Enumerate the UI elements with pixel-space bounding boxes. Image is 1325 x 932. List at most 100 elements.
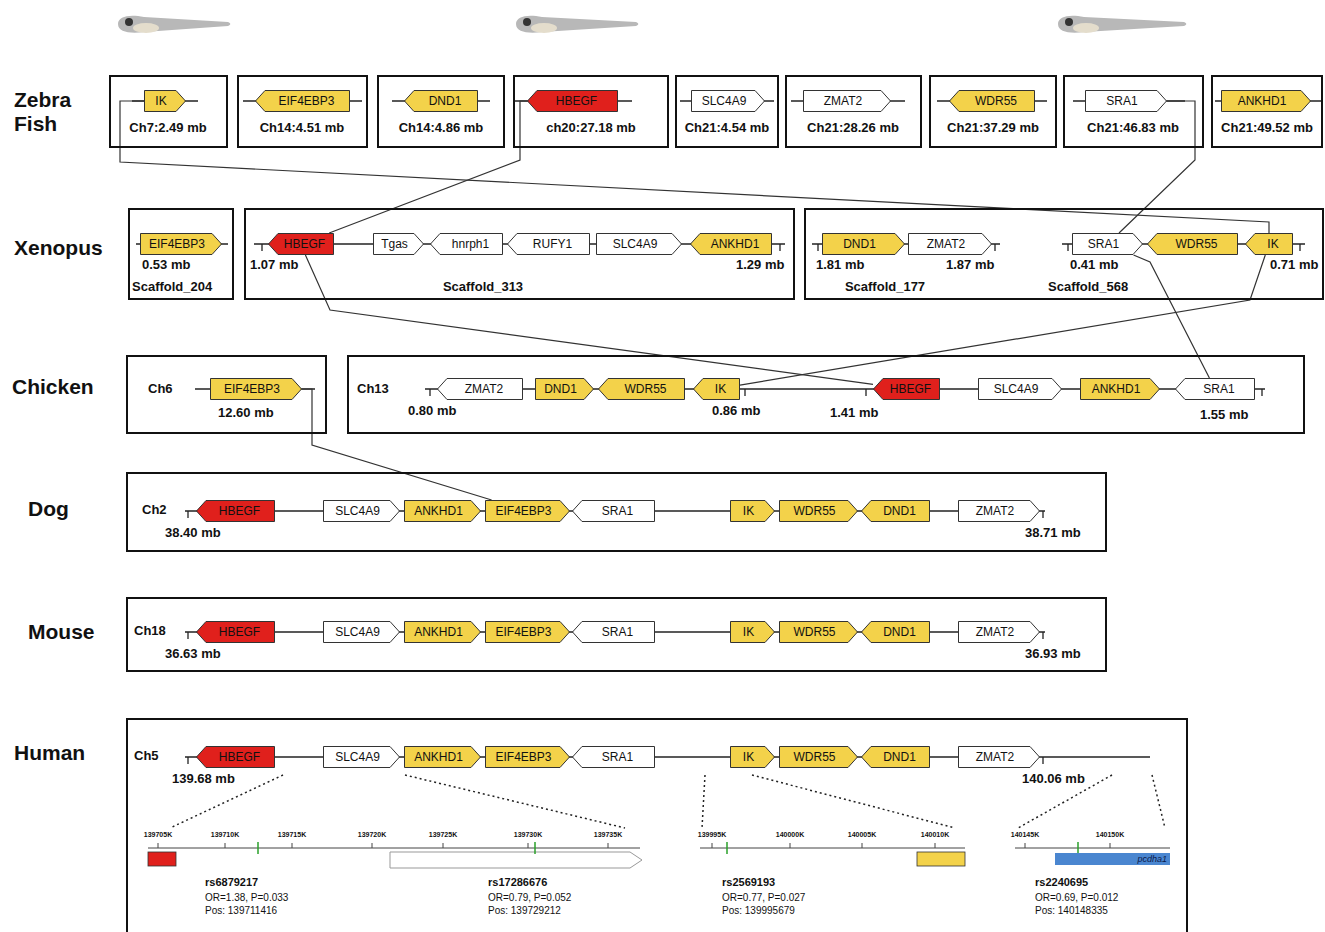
gene-name: ANKHD1 xyxy=(414,504,463,518)
locus-box: Ch612.60 mbEIF4EBP3 xyxy=(126,355,327,434)
position-label: 0.53 mb xyxy=(142,258,190,272)
gene-arrow: SLC4A9 xyxy=(691,90,765,112)
gene-arrow: HBEGF xyxy=(527,90,618,112)
gene-arrow: IK xyxy=(730,746,775,768)
locus-box: 0.53 mbScaffold_204EIF4EBP3 xyxy=(128,208,234,300)
position-label: 0.71 mb xyxy=(1270,258,1318,272)
axis-tick-label: 140150K xyxy=(1096,831,1124,839)
locus-box: Ch14:4.51 mbEIF4EBP3 xyxy=(237,75,368,148)
gene-name: HBEGF xyxy=(219,625,260,639)
arrow-outline xyxy=(823,234,905,255)
position-label: 0.41 mb xyxy=(1070,258,1118,272)
locus-box: Ch21:37.29 mbWDR55 xyxy=(929,75,1057,148)
gene-name: ANKHD1 xyxy=(1238,94,1287,108)
position-label: 1.55 mb xyxy=(1200,408,1248,422)
position-label: 140.06 mb xyxy=(1022,772,1085,786)
zoom-leader xyxy=(170,775,1165,828)
position-label: Ch6 xyxy=(148,382,173,396)
snp-annotation: OR=1.38, P=0.033 xyxy=(205,892,288,904)
species-label: Zebra Fish xyxy=(14,88,94,136)
gene-arrow: ANKHD1 xyxy=(404,746,481,768)
gene-name: IK xyxy=(1267,237,1278,251)
larva-illustration xyxy=(118,16,230,33)
zoom-gene xyxy=(917,852,965,866)
arrow-outline xyxy=(486,501,570,522)
arrow-outline xyxy=(528,91,618,112)
axis-tick-label: 139730K xyxy=(514,831,542,839)
gene-arrow: SLC4A9 xyxy=(978,378,1062,400)
gene-arrow: DND1 xyxy=(404,90,478,112)
axis-tick-label: 139710K xyxy=(211,831,239,839)
gene-arrow: SRA1 xyxy=(1072,233,1143,255)
gene-arrow: DND1 xyxy=(535,378,594,400)
gene-arrow: EIF4EBP3 xyxy=(140,233,222,255)
gene-name: EIF4EBP3 xyxy=(495,750,551,764)
arrow-outline xyxy=(268,234,333,255)
axis-tick-label: 140000K xyxy=(776,831,804,839)
gene-arrow: DND1 xyxy=(861,500,930,522)
locus-box: Ch1836.63 mb36.93 mbHBEGFSLC4A9ANKHD1EIF… xyxy=(126,597,1107,672)
arrow-outline xyxy=(197,622,275,643)
gene-name: ZMAT2 xyxy=(465,382,503,396)
gene-arrow: hnrph1 xyxy=(430,233,503,255)
axis-tick-label: 140010K xyxy=(921,831,949,839)
position-label: Ch21:4.54 mb xyxy=(685,121,770,135)
arrow-outline xyxy=(691,234,772,255)
gene-arrow: ZMAT2 xyxy=(437,378,523,400)
gene-arrow: ZMAT2 xyxy=(803,90,891,112)
position-label: Ch7:2.49 mb xyxy=(129,121,206,135)
gene-name: ZMAT2 xyxy=(976,625,1014,639)
gene-name: HBEGF xyxy=(284,237,325,251)
snp-annotation: rs17286676 xyxy=(488,876,547,889)
gene-arrow: EIF4EBP3 xyxy=(485,500,570,522)
axis-tick-label: 139995K xyxy=(698,831,726,839)
position-label: Ch13 xyxy=(357,382,389,396)
gene-name: ANKHD1 xyxy=(1092,382,1141,396)
gene-arrow: WDR55 xyxy=(779,621,858,643)
axis-tick-label: 139705K xyxy=(144,831,172,839)
ortholog-connector xyxy=(1134,255,1210,378)
position-label: 36.93 mb xyxy=(1025,647,1081,661)
arrow-outline xyxy=(438,379,523,400)
arrow-outline xyxy=(950,91,1035,112)
gene-name: RUFY1 xyxy=(533,237,572,251)
gene-name: pcdha1 xyxy=(1137,854,1167,864)
locus-box: Ch130.80 mb0.86 mb1.41 mb1.55 mbZMAT2DND… xyxy=(347,355,1305,434)
ortholog-connector xyxy=(329,101,527,233)
position-label: Ch21:37.29 mb xyxy=(947,121,1039,135)
arrow-outline xyxy=(959,622,1040,643)
gene-name: DND1 xyxy=(429,94,462,108)
arrow-outline xyxy=(692,91,765,112)
gene-name: SLC4A9 xyxy=(335,625,380,639)
position-label: 38.40 mb xyxy=(165,526,221,540)
zoom-gene xyxy=(148,852,176,866)
gene-arrow: RUFY1 xyxy=(507,233,590,255)
arrow-outline xyxy=(1176,379,1255,400)
gene-name: DND1 xyxy=(883,504,916,518)
gene-arrow: WDR55 xyxy=(779,500,858,522)
position-label: Ch21:28.26 mb xyxy=(807,121,899,135)
gene-name: SLC4A9 xyxy=(335,750,380,764)
larva-illustration xyxy=(516,16,638,33)
snp-annotation: Pos: 140148335 xyxy=(1035,905,1108,917)
position-label: 36.63 mb xyxy=(165,647,221,661)
species-label: Xenopus xyxy=(14,236,103,260)
gene-name: WDR55 xyxy=(793,625,835,639)
gene-arrow: SRA1 xyxy=(1085,90,1167,112)
gene-name: SLC4A9 xyxy=(994,382,1039,396)
arrow-outline xyxy=(211,379,302,400)
gene-arrow: SRA1 xyxy=(1175,378,1255,400)
arrow-outline xyxy=(780,501,858,522)
gene-name: SLC4A9 xyxy=(702,94,747,108)
gene-name: HBEGF xyxy=(219,504,260,518)
gene-arrow: ANKHD1 xyxy=(1221,90,1311,112)
gene-arrow: DND1 xyxy=(861,621,930,643)
gene-name: DND1 xyxy=(883,625,916,639)
gene-name: ZMAT2 xyxy=(976,750,1014,764)
axis-tick-label: 139735K xyxy=(594,831,622,839)
arrow-outline xyxy=(431,234,503,255)
gene-arrow: ANKHD1 xyxy=(404,621,481,643)
gene-arrow: IK xyxy=(1245,233,1293,255)
arrow-outline xyxy=(573,622,655,643)
zoom-axis xyxy=(148,843,1170,848)
